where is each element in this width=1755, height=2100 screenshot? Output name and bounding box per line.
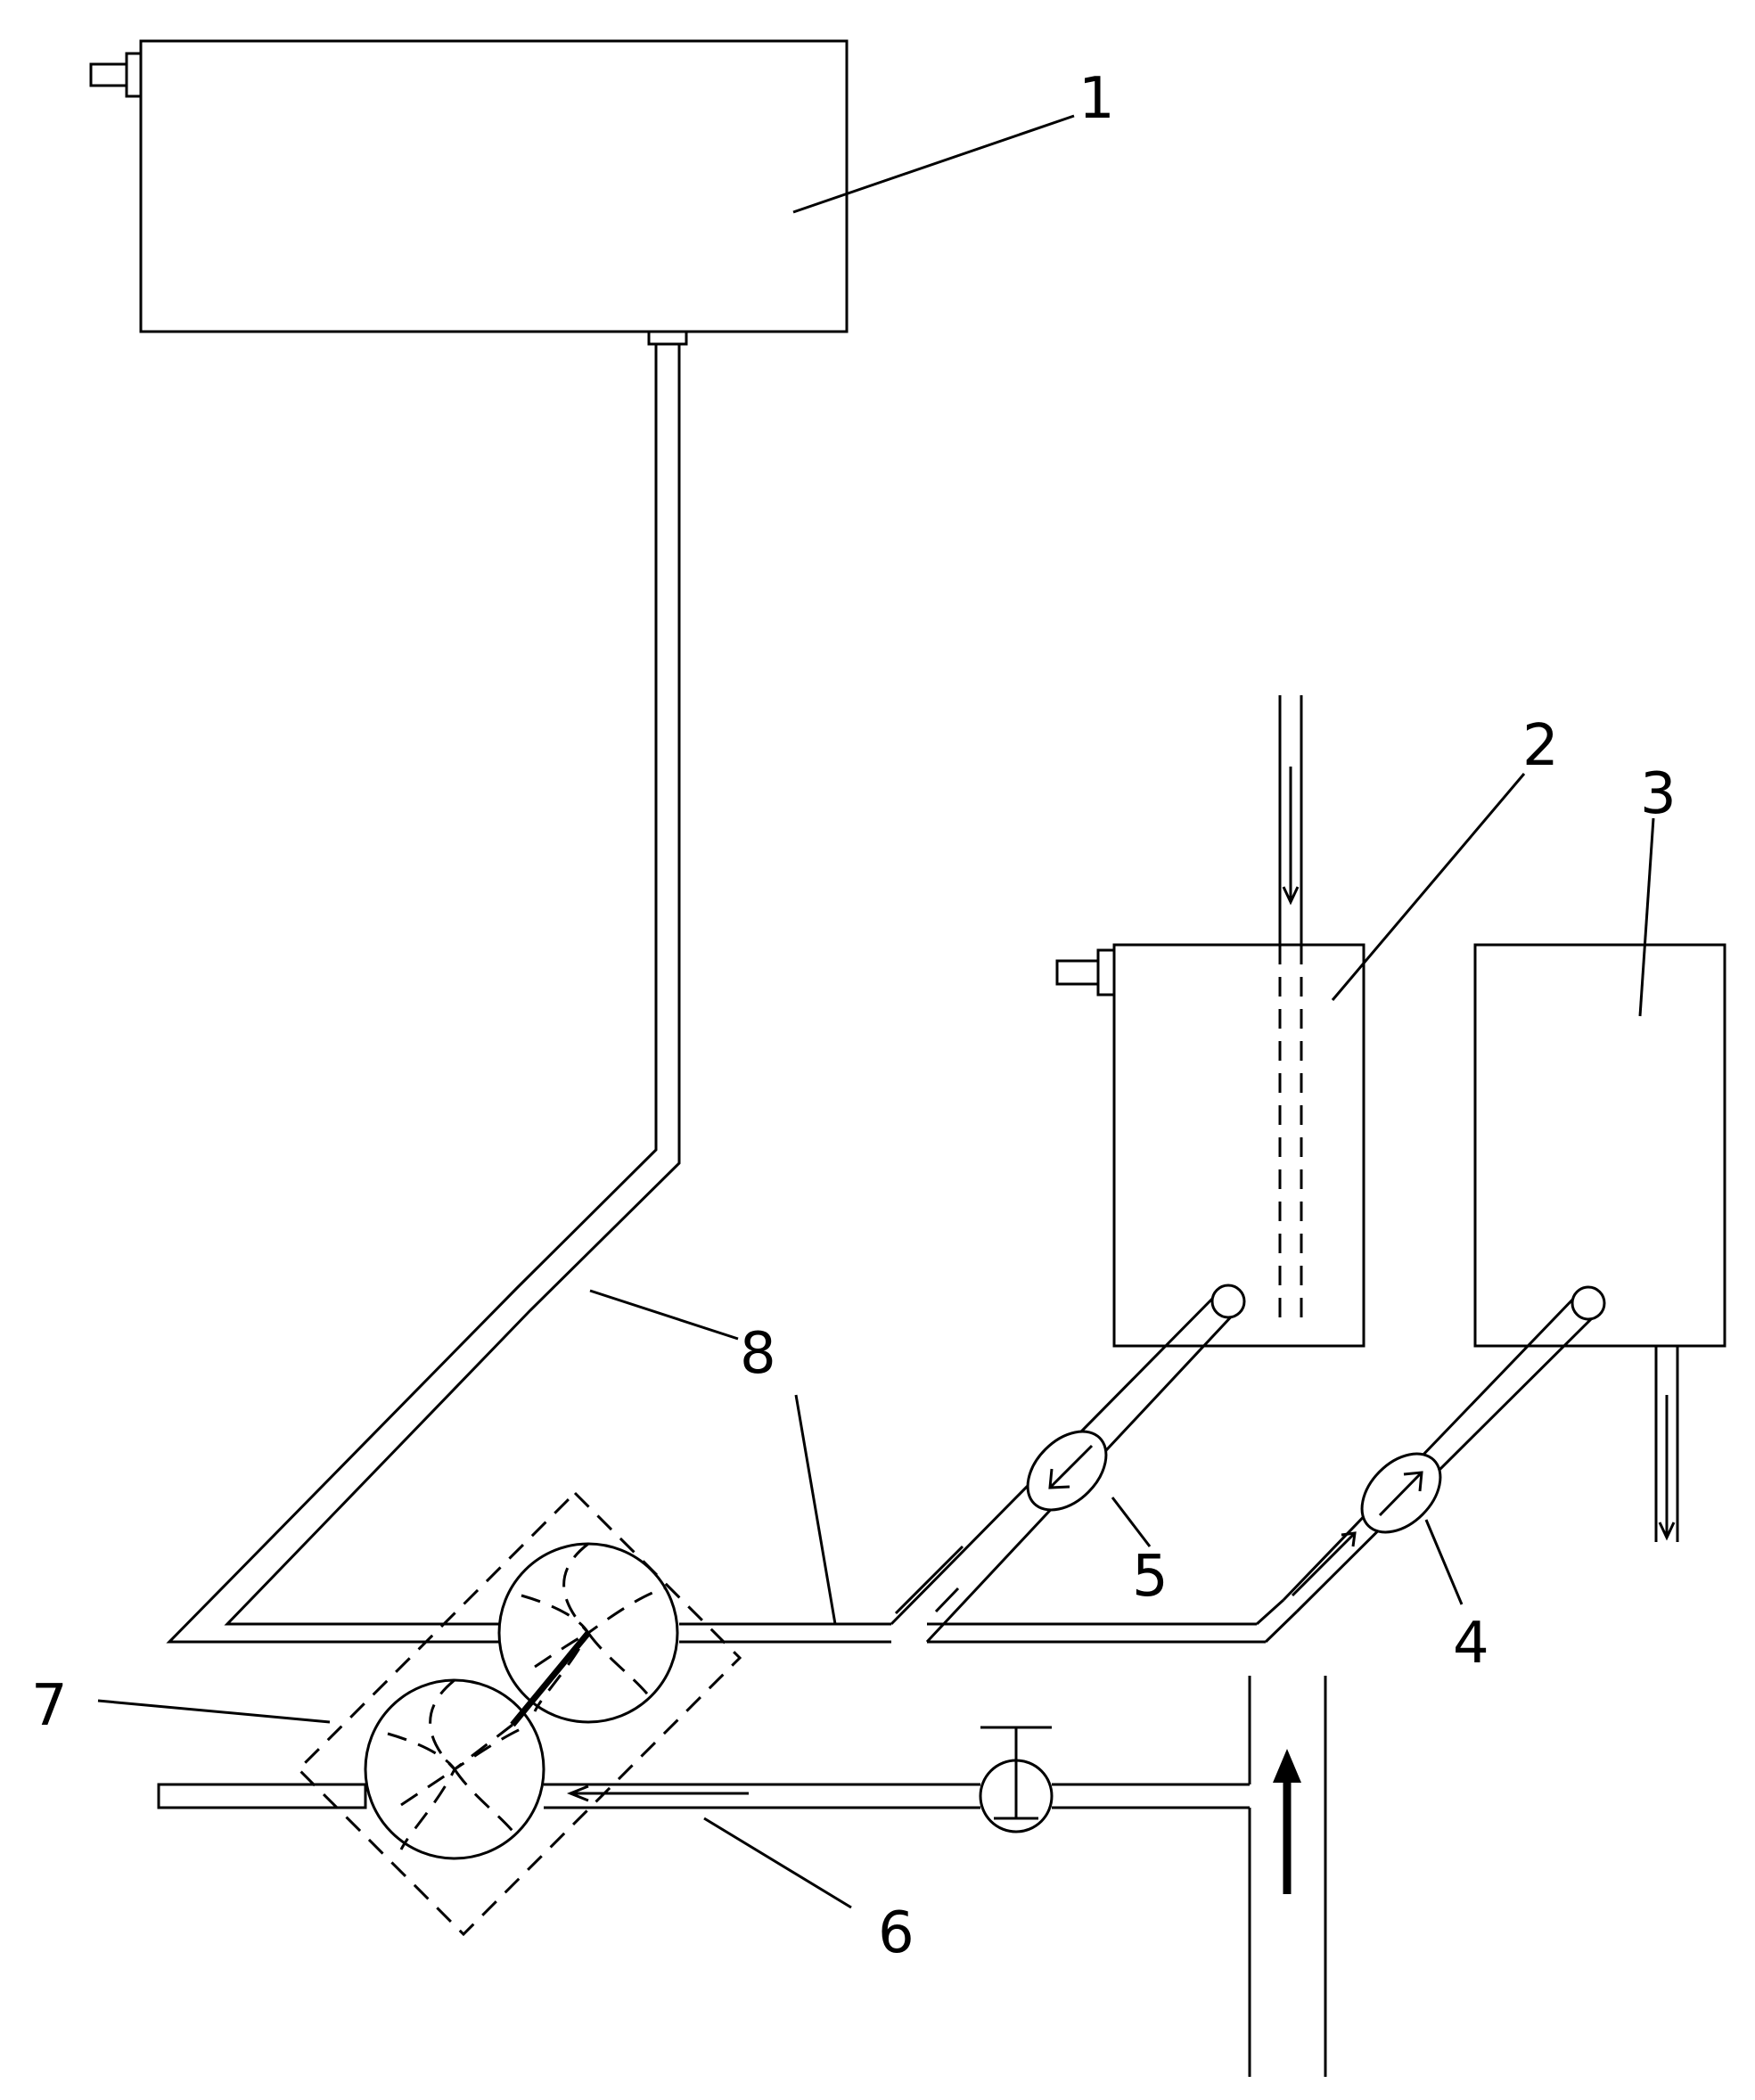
label-tank-1: 1	[1078, 66, 1115, 132]
label-pump-7: 7	[31, 1673, 68, 1739]
check-valve-4	[1360, 1452, 1442, 1534]
pipe-8	[166, 344, 1299, 1644]
leader-lines	[97, 114, 1655, 1909]
check-valve-5	[1026, 1430, 1108, 1512]
label-valve-5: 5	[1132, 1544, 1169, 1610]
label-inlet-pipe-6: 6	[878, 1900, 914, 1966]
label-pipe-8-upper: 8	[740, 1321, 776, 1387]
tank-3	[1473, 943, 1726, 1542]
shutoff-valve	[979, 1726, 1054, 1833]
supply-pipe	[1248, 1676, 1327, 2077]
label-valve-4: 4	[1453, 1611, 1489, 1677]
inlet-pipe-6	[157, 1783, 1250, 1809]
tank-1	[89, 39, 849, 346]
tank-2	[1055, 695, 1365, 1348]
pump-assembly-7	[296, 1490, 742, 1937]
label-tank-3: 3	[1640, 761, 1677, 827]
label-tank-2: 2	[1522, 713, 1559, 779]
